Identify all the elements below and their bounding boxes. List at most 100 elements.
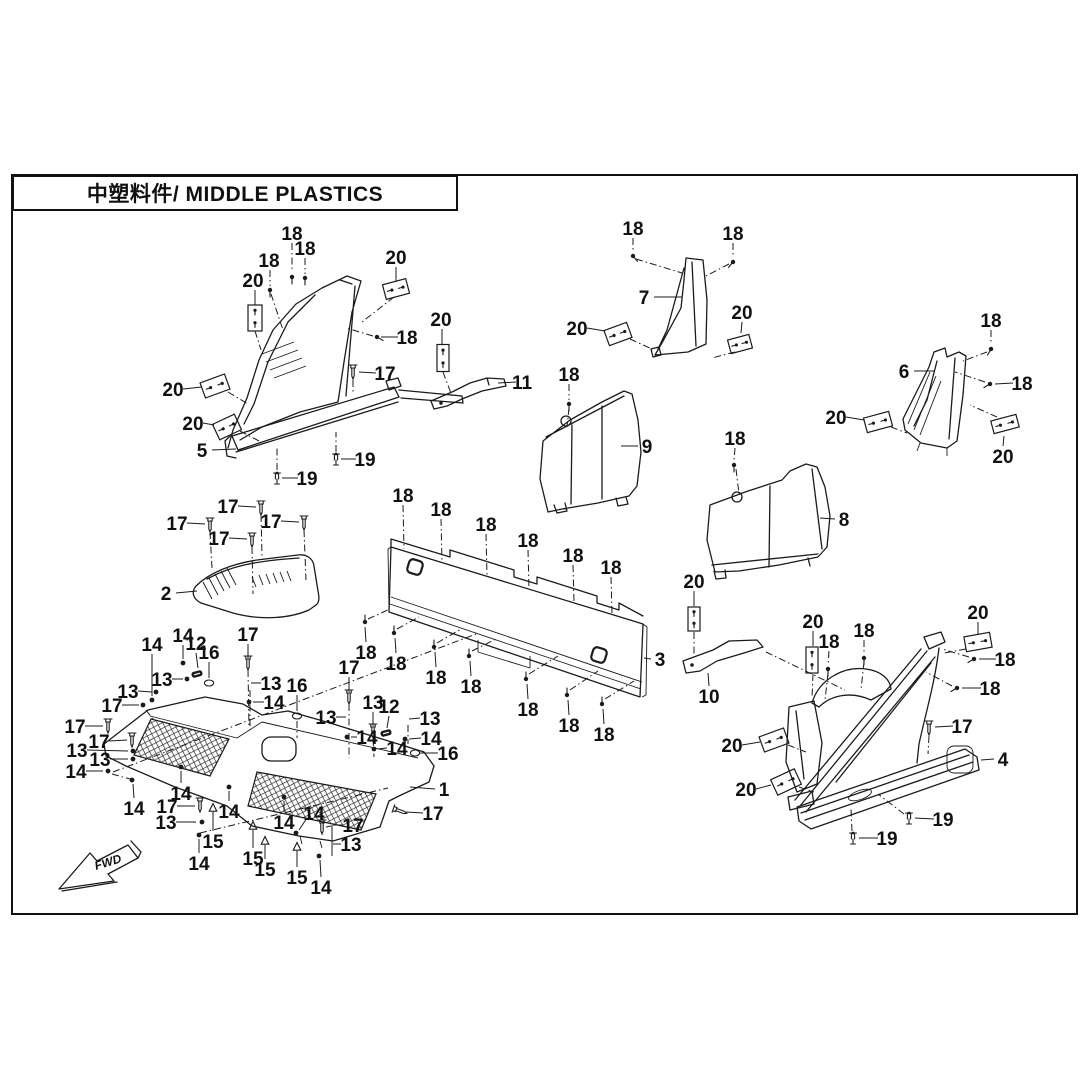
leader-line <box>260 514 263 557</box>
leader-line <box>602 708 605 725</box>
leader-line <box>925 671 953 687</box>
screw-fastener-icon <box>195 797 205 814</box>
callout-label-4: 4 <box>998 750 1009 771</box>
callout-label-18: 18 <box>385 654 406 675</box>
callout-label-13: 13 <box>155 813 176 834</box>
callout-label-18: 18 <box>517 531 538 552</box>
leader-line <box>108 739 128 742</box>
leader-line <box>643 657 652 660</box>
rivet-fastener-icon <box>848 831 858 845</box>
right-tread-plate <box>247 771 377 831</box>
leader-line <box>629 338 653 350</box>
callout-label-14: 14 <box>386 739 408 760</box>
leader-line <box>811 673 814 699</box>
pin-fastener-icon <box>431 639 437 650</box>
leader-line <box>408 717 421 720</box>
leader-line <box>345 327 374 337</box>
callout-label-20: 20 <box>735 780 756 801</box>
callout-label-13: 13 <box>315 708 336 729</box>
leader-line <box>394 637 397 654</box>
leader-line <box>280 520 300 523</box>
pin-fastener-icon <box>630 253 639 262</box>
tri-fastener-icon <box>292 841 302 851</box>
leader-line <box>372 738 375 758</box>
callout-label-15: 15 <box>286 868 308 889</box>
callout-label-20: 20 <box>802 612 823 633</box>
dot-fastener-icon <box>281 794 287 800</box>
leader-line <box>962 351 988 362</box>
callout-label-13: 13 <box>260 674 281 695</box>
leader-line <box>755 784 772 790</box>
leader-line <box>199 787 389 834</box>
callout-label-20: 20 <box>430 310 451 331</box>
callout-label-18: 18 <box>558 716 579 737</box>
pin-fastener-icon <box>731 462 737 473</box>
part-9-drawing <box>539 390 642 514</box>
screw-fastener-icon <box>391 804 408 815</box>
leader-line <box>787 744 807 753</box>
leader-line <box>914 817 935 820</box>
leader-line <box>469 660 472 677</box>
leader-line <box>485 533 488 577</box>
dot-fastener-icon <box>293 830 299 836</box>
pin-fastener-icon <box>861 655 867 666</box>
dot-fastener-icon <box>180 660 186 666</box>
dot-fastener-icon <box>199 819 205 825</box>
leader-line <box>569 670 599 691</box>
leader-line <box>471 638 497 652</box>
callout-label-20: 20 <box>721 736 742 757</box>
clipS-fastener-icon <box>380 729 392 737</box>
leader-line <box>943 648 967 654</box>
callout-label-17: 17 <box>64 717 85 738</box>
callout-label-18: 18 <box>430 500 451 521</box>
pin-fastener-icon <box>289 274 295 285</box>
pin-fastener-icon <box>362 614 368 625</box>
tri-fastener-icon <box>208 802 218 812</box>
dot-fastener-icon <box>246 699 252 705</box>
callout-label-5: 5 <box>197 441 208 462</box>
callout-label-18: 18 <box>593 725 614 746</box>
leader-line <box>377 747 388 750</box>
fastener-symbols <box>103 253 994 859</box>
leader-line <box>941 648 970 658</box>
callout-label-17: 17 <box>166 514 187 535</box>
leader-line <box>361 296 395 323</box>
page-border <box>11 174 1078 915</box>
retaining-clip-icon <box>963 631 993 653</box>
pin-fastener-icon <box>391 625 397 636</box>
callout-label-6: 6 <box>899 362 910 383</box>
callout-label-14: 14 <box>356 728 378 749</box>
leader-line <box>195 652 199 669</box>
callout-label-15: 15 <box>242 849 264 870</box>
callout-label-20: 20 <box>182 414 203 435</box>
callout-label-13: 13 <box>362 693 383 714</box>
leader-line <box>364 626 367 643</box>
callout-label-18: 18 <box>818 632 839 653</box>
pin-fastener-icon <box>825 666 831 677</box>
callout-label-20: 20 <box>825 408 846 429</box>
pin-fastener-icon <box>986 346 994 356</box>
dot-fastener-icon <box>149 697 155 703</box>
leader-line <box>440 518 443 563</box>
rivet-fastener-icon <box>904 811 914 825</box>
dot-fastener-icon <box>402 736 408 742</box>
leader-line <box>303 529 307 581</box>
leader-line <box>527 549 530 590</box>
leader-line <box>227 391 249 405</box>
leader-line <box>707 672 710 687</box>
screw-fastener-icon <box>348 364 358 381</box>
retaining-clip-icon <box>726 333 754 355</box>
leader-line <box>442 371 453 397</box>
callout-label-11: 11 <box>512 373 533 394</box>
callout-label-20: 20 <box>566 319 587 340</box>
callout-label-13: 13 <box>151 670 172 691</box>
leader-line <box>526 683 529 700</box>
retaining-clip-icon <box>758 727 790 753</box>
leader-line <box>405 811 424 814</box>
leader-line <box>325 825 332 828</box>
tri-fastener-icon <box>260 835 270 845</box>
pin-fastener-icon <box>523 671 529 682</box>
leader-line <box>827 650 830 666</box>
leader-line <box>1002 435 1005 447</box>
